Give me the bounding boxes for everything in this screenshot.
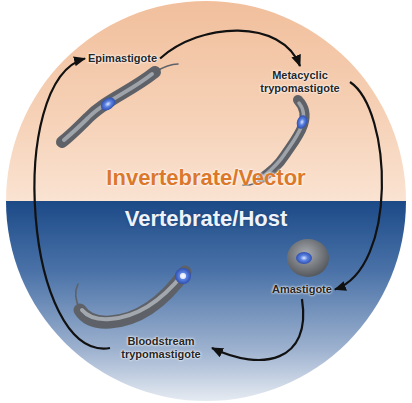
band-shape bbox=[6, 201, 406, 402]
stage-label: Bloodstream trypomastigote bbox=[113, 335, 209, 361]
cycle-arrow bbox=[160, 31, 300, 66]
stage-label: Epimastigote bbox=[88, 52, 157, 65]
stage-name: Epimastigote bbox=[88, 52, 157, 65]
vector-band: Invertebrate/Vector EpimastigoteMetacycli… bbox=[6, 1, 406, 201]
stage-name: Amastigote bbox=[272, 283, 332, 296]
band-title: Invertebrate/Vector bbox=[6, 165, 406, 191]
stage-label: Amastigote bbox=[272, 283, 332, 296]
cycle-arrow bbox=[212, 299, 303, 360]
amastigote-figure bbox=[287, 239, 329, 277]
cycle-arrow bbox=[34, 59, 110, 349]
band-title: Vertebrate/Host bbox=[6, 206, 406, 232]
bloodstream-figure bbox=[76, 268, 191, 322]
epimastigote-figure bbox=[62, 64, 178, 142]
cycle-arrow bbox=[335, 82, 382, 290]
stage-name: Bloodstream trypomastigote bbox=[113, 335, 209, 361]
host-band: Vertebrate/HostAmastigoteBloodstream try… bbox=[6, 201, 406, 402]
stage-label: Metacyclic trypomastigote bbox=[253, 69, 347, 95]
stage-name: Metacyclic trypomastigote bbox=[253, 69, 347, 95]
